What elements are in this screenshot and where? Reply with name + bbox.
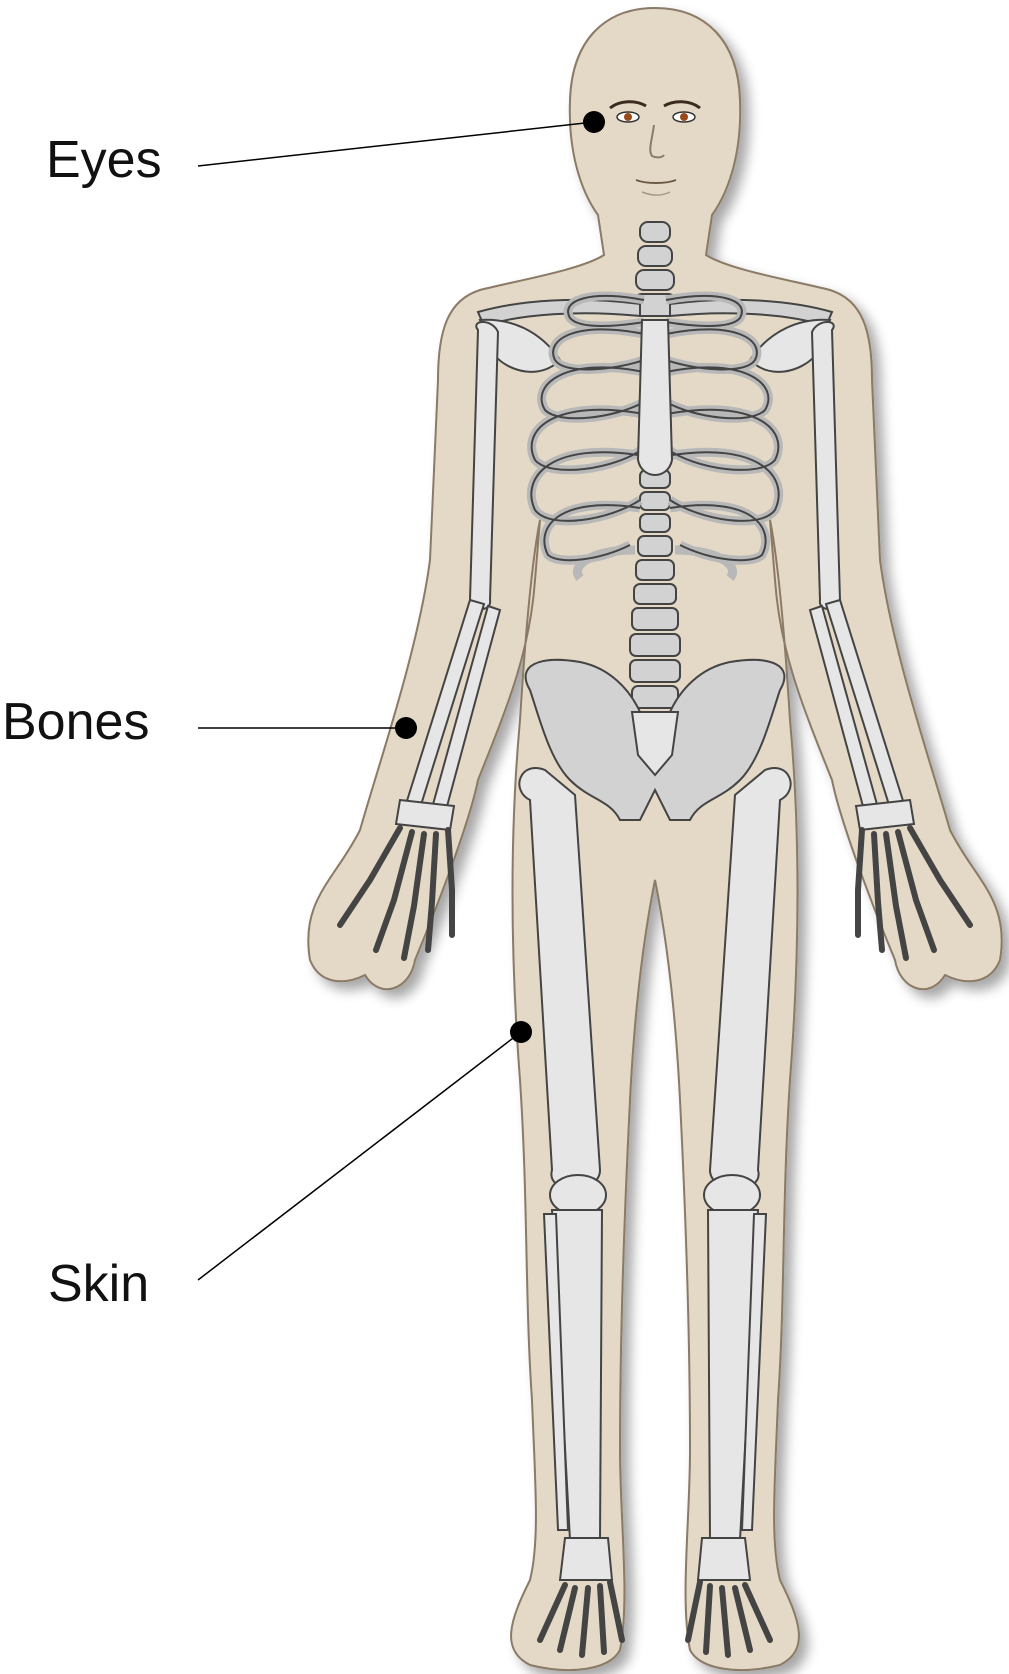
bones-label: Bones [2,696,149,748]
right-ankle [698,1538,750,1580]
left-ankle [560,1538,612,1580]
sternum [638,320,672,475]
right-carpals [856,800,914,830]
eyes-leader-line [198,122,594,166]
left-iris-icon [624,113,632,121]
eyes-marker-icon [583,111,605,133]
skin-label: Skin [48,1258,149,1310]
skin-marker-icon [510,1021,532,1043]
skin-leader-line [198,1032,521,1280]
right-iris-icon [680,113,688,121]
bones-marker-icon [395,717,417,739]
left-carpals [396,800,454,830]
eyes-label: Eyes [46,134,162,186]
